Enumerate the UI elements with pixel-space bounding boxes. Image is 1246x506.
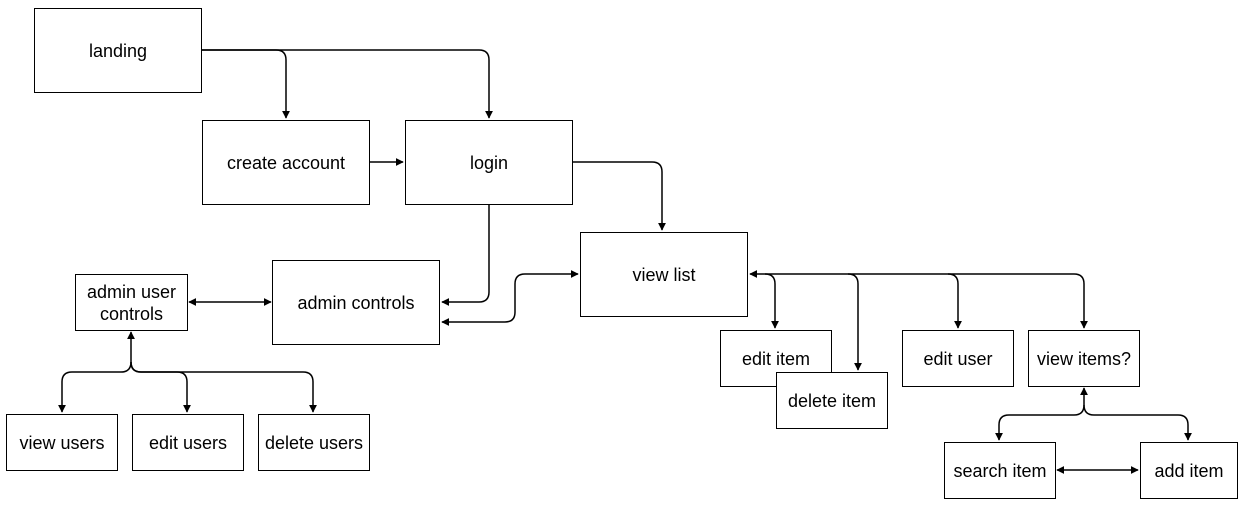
edge-view-items-search-item — [995, 387, 1088, 441]
edge-admin-user-controls-view-users — [58, 331, 135, 413]
node-create-account: create account — [202, 120, 370, 205]
node-view-list: view list — [580, 232, 748, 317]
edge-landing-login — [202, 49, 493, 119]
node-edit-user: edit user — [902, 330, 1014, 387]
node-view-users: view users — [6, 414, 118, 471]
node-delete-item: delete item — [776, 372, 888, 429]
node-edit-users: edit users — [132, 414, 244, 471]
node-login: login — [405, 120, 573, 205]
node-admin-controls: admin controls — [272, 260, 440, 345]
node-view-items: view items? — [1028, 330, 1140, 387]
node-search-item: search item — [944, 442, 1056, 499]
edge-admin-user-controls-edit-users — [130, 361, 191, 413]
edge-view-list-edit-item — [749, 270, 779, 329]
node-admin-user-controls: admin user controls — [75, 274, 188, 331]
edge-view-items-add-item — [1083, 404, 1192, 441]
edge-view-list-edit-user — [848, 273, 962, 329]
edge-login-view-list — [573, 161, 666, 231]
edge-admin-controls-view-list — [441, 270, 579, 326]
edge-landing-create-account — [202, 49, 290, 119]
node-landing: landing — [34, 8, 202, 93]
edge-login-admin-controls — [441, 205, 490, 306]
node-add-item: add item — [1140, 442, 1238, 499]
edge-admin-user-controls-delete-users — [130, 361, 317, 413]
edge-view-list-view-items — [948, 273, 1088, 329]
node-delete-users: delete users — [258, 414, 370, 471]
